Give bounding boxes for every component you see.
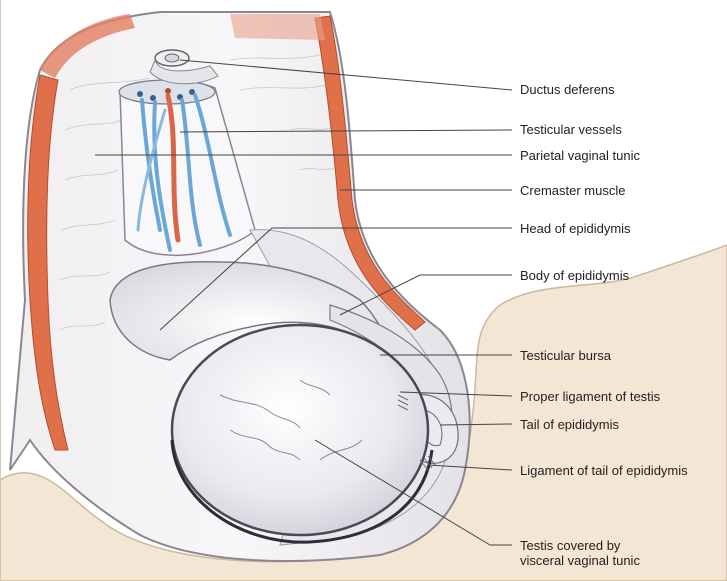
label-tail-of-epididymis: Tail of epididymis xyxy=(520,417,619,432)
label-cremaster-muscle: Cremaster muscle xyxy=(520,183,625,198)
label-testicular-bursa: Testicular bursa xyxy=(520,348,611,363)
label-parietal-vaginal-tunic: Parietal vaginal tunic xyxy=(520,148,640,163)
label-testicular-vessels: Testicular vessels xyxy=(520,122,622,137)
label-head-of-epididymis: Head of epididymis xyxy=(520,221,631,236)
label-body-of-epididymis: Body of epididymis xyxy=(520,268,629,283)
label-testis-line1: Testis covered by xyxy=(520,538,620,553)
testis xyxy=(172,325,428,535)
label-ductus-deferens: Ductus deferens xyxy=(520,82,615,97)
label-ligament-of-tail-of-epididymis: Ligament of tail of epididymis xyxy=(520,463,688,478)
cremaster-top-right xyxy=(230,14,325,40)
label-proper-ligament-of-testis: Proper ligament of testis xyxy=(520,389,660,404)
label-testis-line2: visceral vaginal tunic xyxy=(520,553,640,568)
